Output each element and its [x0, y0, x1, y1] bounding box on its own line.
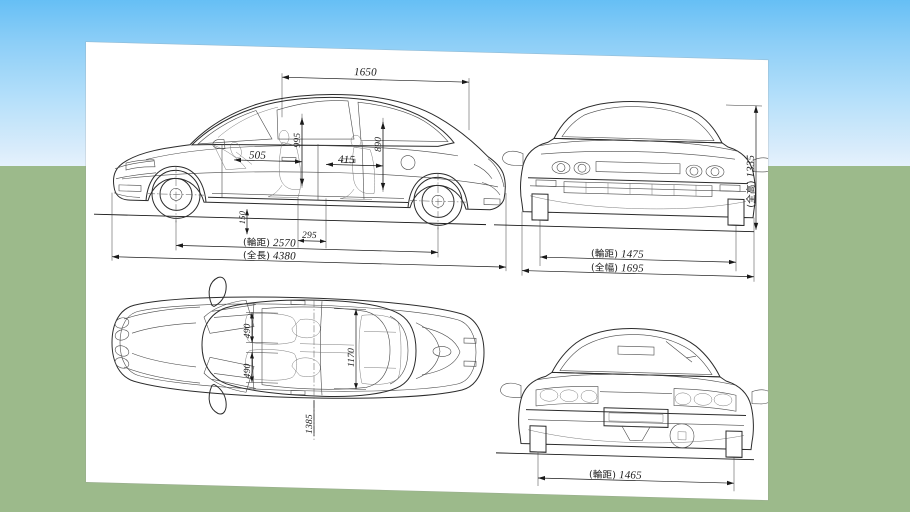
dim-overall-length: (全長) 4380 — [112, 183, 506, 271]
dim-value-front-headroom: 995 — [293, 133, 303, 148]
front-elevation-view: (全高) 1335 (輪距) 1475 — [494, 98, 768, 282]
dim-interior-width: 1170 — [334, 309, 366, 390]
dim-rear-seat-depth: 415 — [326, 154, 383, 168]
car-side-outline — [114, 89, 506, 232]
dim-value-rear-seat-width: 490 — [243, 363, 253, 378]
dim-front-headroom: 995 — [293, 113, 305, 187]
blueprint-svg: 1650 — [86, 66, 768, 500]
side-ground-line — [94, 214, 486, 224]
dim-overall-height: (全高) 1335 — [726, 105, 762, 230]
dim-label-overall-width: (全幅) — [591, 261, 618, 274]
dim-value-rear-overhang-detail: 295 — [302, 231, 317, 241]
dim-label-rear-track: (輪距) — [589, 468, 616, 481]
dim-wheelbase: (輪距) 2570 — [176, 220, 438, 257]
blueprint-drawing: 1650 — [86, 42, 768, 500]
car-rear-outline — [501, 325, 768, 458]
dim-rear-headroom: 890 — [374, 118, 386, 192]
dim-label-wheelbase: (輪距) — [243, 236, 270, 249]
dim-cabin-length: 1385 — [305, 300, 315, 440]
dim-value-interior-width: 1170 — [347, 348, 357, 367]
dim-rear-track: (輪距) 1465 — [538, 452, 734, 491]
dim-front-track: (輪距) 1475 — [540, 220, 736, 271]
dim-ground-clearance: 150 — [237, 209, 249, 234]
dim-value-ground-clearance: 150 — [237, 210, 247, 224]
dim-front-seat-width: 490 — [243, 312, 278, 343]
dim-value-overall-width: 1695 — [621, 262, 644, 275]
dim-label-overall-length: (全長) — [243, 249, 270, 262]
rear-ground-line — [496, 453, 754, 460]
dim-value-rear-headroom: 890 — [374, 137, 384, 152]
dim-label-front-track: (輪距) — [591, 247, 618, 260]
dim-label-overall-height: (全高) — [745, 180, 757, 208]
dim-rear-seat-width: 490 — [243, 352, 278, 383]
dim-value-front-seat-width: 490 — [243, 323, 253, 338]
dim-value-roof-length: 1650 — [354, 66, 377, 79]
plan-top-view: 490 490 — [112, 274, 484, 444]
dim-value-wheelbase: 2570 — [273, 237, 296, 250]
dim-value-rear-seat-depth: 415 — [338, 154, 355, 166]
dim-front-seat-depth: 505 — [234, 149, 302, 164]
car-plan-outline — [112, 274, 484, 421]
dim-rear-overhang-detail: 295 — [298, 198, 326, 249]
rear-elevation-view: (輪距) 1465 — [496, 325, 768, 492]
side-elevation-view: 1650 — [94, 66, 506, 271]
dim-value-rear-track: 1465 — [619, 469, 642, 482]
dim-overall-width: (全幅) 1695 — [522, 212, 754, 282]
car-front-outline — [503, 98, 768, 226]
dim-roof-length: 1650 — [282, 66, 469, 130]
dim-value-overall-height: 1335 — [745, 154, 757, 177]
blueprint-image-plane[interactable]: 1650 — [86, 42, 768, 501]
front-ground-line — [494, 225, 754, 232]
dim-value-front-track: 1475 — [621, 248, 644, 261]
dim-value-cabin-length: 1385 — [305, 414, 315, 434]
dim-value-overall-length: 4380 — [273, 250, 296, 263]
dim-value-front-seat-depth: 505 — [249, 149, 266, 161]
